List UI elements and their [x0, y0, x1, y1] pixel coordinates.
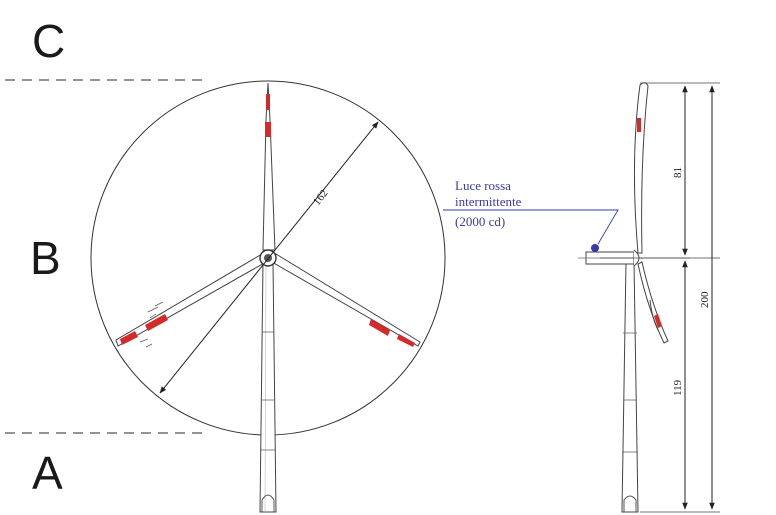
diameter-dimension-line — [159, 121, 379, 394]
blade-lower-left — [115, 253, 267, 348]
rotor-radius-label: 81 — [672, 167, 684, 178]
total-height-label: 200 — [699, 291, 711, 308]
warning-light — [591, 244, 599, 252]
light-label-line3: (2000 cd) — [455, 214, 505, 229]
side-view: Luce rossa intermittente (2000 cd) 81 11… — [443, 82, 720, 513]
blade-upper — [262, 82, 276, 251]
light-label-line1: Luce rossa — [455, 178, 511, 193]
light-leader-line — [443, 209, 619, 245]
zone-label-b: B — [30, 232, 61, 284]
height-dimensions: 81 119 200 — [600, 82, 720, 513]
zone-label-a: A — [32, 447, 63, 499]
hub-height-label: 119 — [672, 379, 684, 396]
side-blade-lower — [637, 261, 669, 344]
diameter-label: 162 — [311, 187, 331, 207]
light-label-line2: intermittente — [455, 194, 522, 209]
zone-label-c: C — [32, 15, 66, 67]
side-tower — [621, 261, 639, 513]
front-tower — [259, 261, 277, 513]
side-blade-upper — [633, 82, 649, 254]
blade-lower-right — [271, 253, 421, 347]
front-view: 162 — [90, 80, 446, 513]
